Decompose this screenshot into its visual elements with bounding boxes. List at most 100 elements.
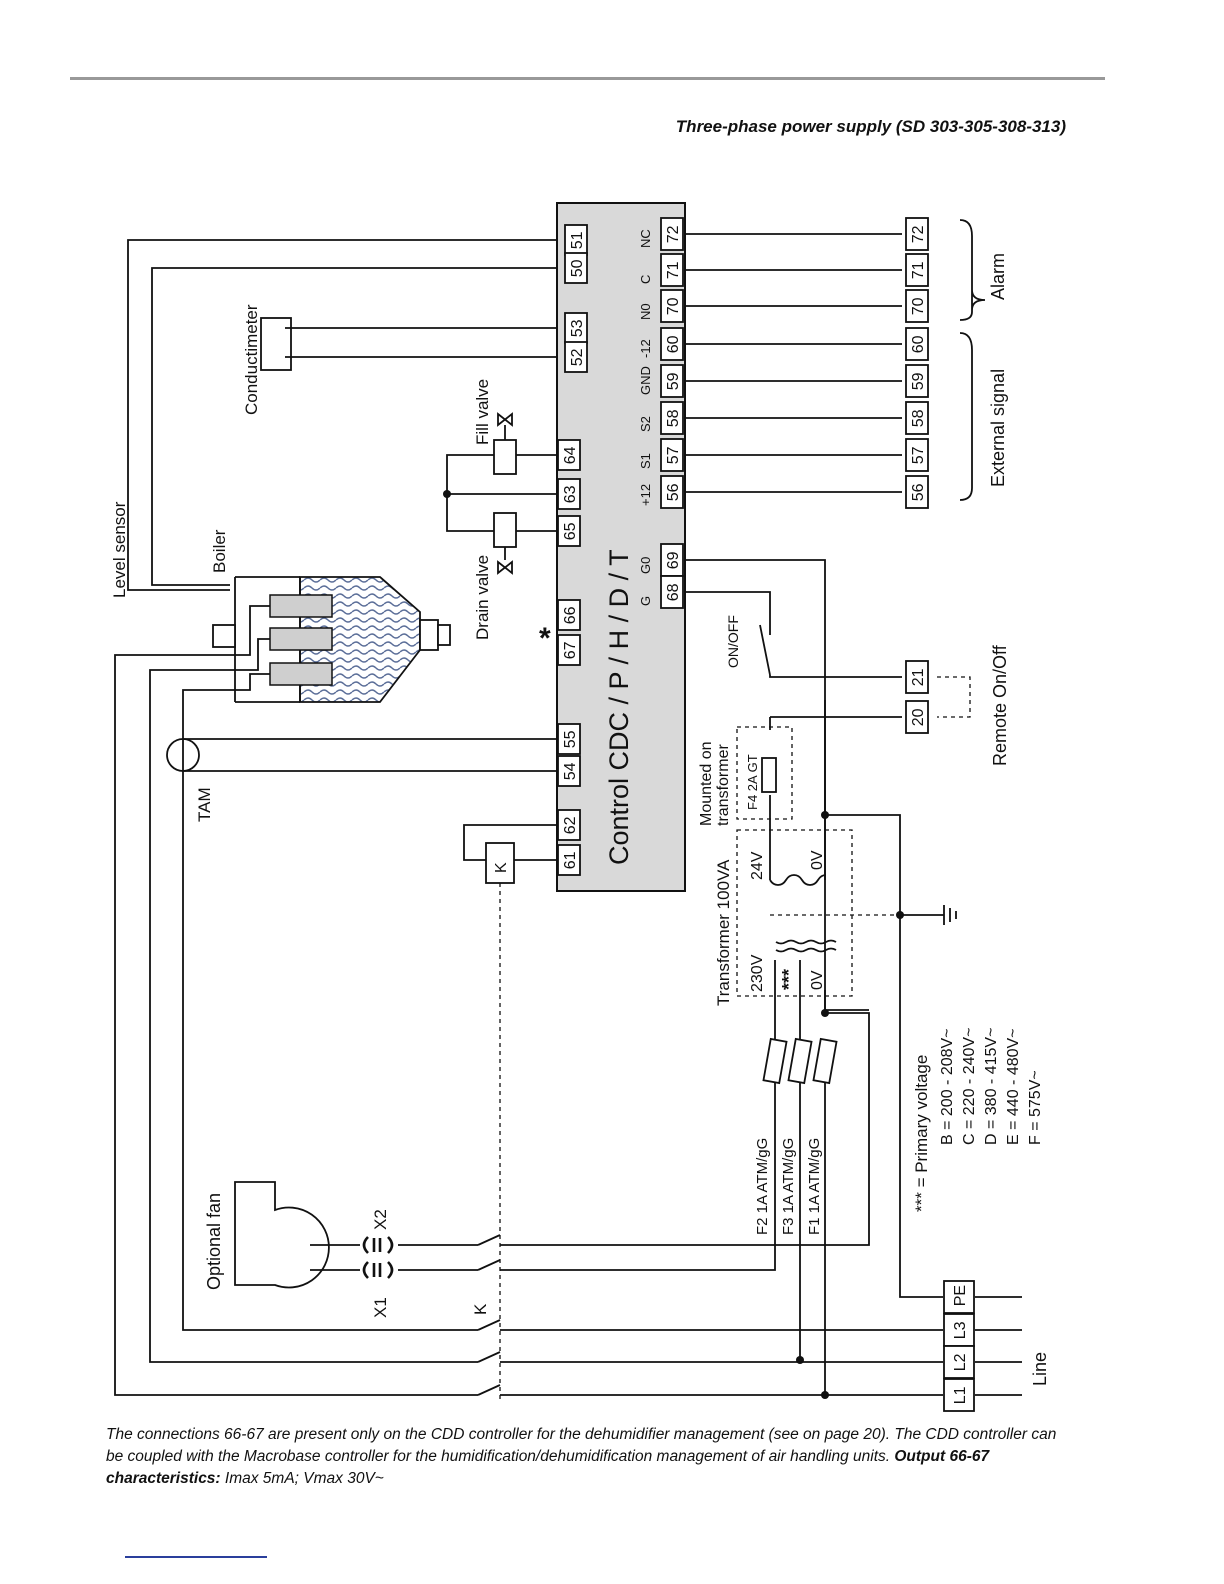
bottom-rule (125, 1556, 267, 1558)
controller-terminal-51: 51 (564, 224, 588, 256)
remote-terminal-20: 20 (905, 700, 929, 734)
controller-terminal-50: 50 (564, 252, 588, 284)
contactor-k-label: K (493, 862, 510, 873)
v230-label: 230V (749, 954, 766, 992)
boiler (212, 576, 451, 703)
terminal-name-72: NC (638, 229, 653, 248)
controller-label: Control CDC / P / H / D / T (604, 549, 634, 865)
contactor-k (485, 842, 515, 884)
drain-valve-label: Drain valve (473, 555, 492, 640)
boiler-label: Boiler (210, 529, 229, 573)
controller-terminal-70: 70 (660, 289, 684, 323)
primary-voltage-item: E = 440 - 480V~ (1005, 1028, 1022, 1145)
controller-terminal-56: 56 (660, 475, 684, 509)
controller-star: * (539, 622, 551, 655)
controller-terminal-66-label: 66 (562, 606, 579, 624)
controller-terminal-68-label: 68 (665, 583, 682, 601)
controller-terminal-57-label: 57 (665, 446, 682, 464)
terminal-name-59: GND (638, 366, 653, 395)
top-rule (70, 77, 1105, 80)
line-terminal-pe-label: PE (952, 1285, 969, 1306)
main-l1 (114, 654, 943, 1396)
mounted-label-1: Mounted on (698, 741, 715, 826)
controller-terminal-60: 60 (660, 327, 684, 361)
remote-label: Remote On/Off (990, 644, 1010, 766)
controller-terminal-58-label: 58 (665, 409, 682, 427)
fill-valve-coil (493, 439, 517, 475)
footnote-text-1: The connections 66-67 are present only o… (106, 1426, 1057, 1465)
x1-label: X1 (371, 1297, 390, 1318)
x2-label: X2 (371, 1209, 390, 1230)
controller-terminal-59: 59 (660, 364, 684, 398)
line-terminal-l1-label: L1 (952, 1386, 969, 1404)
remote-terminal-21-label: 21 (910, 668, 927, 686)
alarm-terminal-70-label: 70 (910, 297, 927, 315)
terminal-name-58: S2 (638, 416, 653, 432)
controller-terminal-69-label: 69 (665, 551, 682, 569)
fan-leads (310, 1244, 478, 1271)
secondary-coil (769, 830, 827, 886)
controller-terminal-60-label: 60 (665, 335, 682, 353)
signal-terminal-60-label: 60 (910, 335, 927, 353)
line-terminal-pe: PE (943, 1280, 975, 1314)
controller-terminal-51-label: 51 (569, 231, 586, 249)
controller-terminal-58: 58 (660, 401, 684, 435)
v0-secondary-label: 0V (809, 850, 826, 870)
on-off-label: ON/OFF (725, 615, 741, 668)
controller-terminal-50-label: 50 (569, 259, 586, 277)
controller-terminal-61: 61 (557, 844, 581, 876)
controller-terminal-59-label: 59 (665, 372, 682, 390)
connector-x1 (362, 1261, 394, 1279)
terminal-name-57: S1 (638, 453, 653, 469)
signal-terminal-59-label: 59 (910, 372, 927, 390)
fill-valve-label: Fill valve (473, 379, 492, 445)
v24-label: 24V (749, 851, 766, 880)
controller-terminal-62-label: 62 (562, 816, 579, 834)
transformer-label: Transformer 100VA (714, 859, 733, 1006)
terminal-name-56: +12 (638, 484, 653, 506)
signal-terminal-57: 57 (905, 438, 929, 472)
controller-terminal-67: 67 (557, 634, 581, 666)
controller-terminal-70-label: 70 (665, 297, 682, 315)
remote-terminal-20-label: 20 (910, 708, 927, 726)
alarm-terminal-72: 72 (905, 217, 929, 251)
primary-voltage-item: B = 200 - 208V~ (939, 1028, 956, 1145)
signal-terminal-59: 59 (905, 364, 929, 398)
line-terminal-l3-label: L3 (952, 1321, 969, 1339)
fuse-f4-label: F4 2A GT (745, 754, 760, 810)
fuse-leads (500, 1082, 826, 1395)
controller-terminal-54: 54 (557, 755, 581, 787)
controller-terminal-56-label: 56 (665, 483, 682, 501)
signal-terminal-60: 60 (905, 327, 929, 361)
connector-x2 (362, 1236, 394, 1254)
line-terminal-l2: L2 (943, 1345, 975, 1379)
primary-voltage-heading: *** = Primary voltage (912, 1055, 931, 1212)
footnote-bold: Output 66-67 characteristics: (106, 1448, 990, 1487)
main-l2 (149, 669, 943, 1363)
alarm-brace (959, 219, 986, 321)
triple-star-label: *** (779, 969, 799, 990)
f4-dashed-box (736, 726, 793, 820)
controller-terminal-63: 63 (557, 478, 581, 510)
signal-terminal-56: 56 (905, 475, 929, 509)
fill-valve-icon (497, 412, 513, 427)
controller-terminal-61-label: 61 (562, 851, 579, 869)
alarm-label: Alarm (988, 253, 1008, 300)
controller-terminal-64: 64 (557, 439, 581, 471)
line-terminal-l3: L3 (943, 1313, 975, 1347)
external-signal-label: External signal (988, 369, 1008, 487)
page-title: Three-phase power supply (SD 303-305-308… (675, 117, 1066, 136)
fuse-f3-label: F3 1A ATM/gG (780, 1138, 797, 1235)
level-sensor-label: Level sensor (110, 501, 129, 598)
mounted-label-2: transformer (715, 744, 732, 826)
signal-terminal-57-label: 57 (910, 446, 927, 464)
controller-terminal-71-label: 71 (665, 261, 682, 279)
drain-valve-icon (497, 560, 513, 575)
conductimeter-box (260, 317, 292, 371)
controller-terminal-72-label: 72 (665, 225, 682, 243)
transformer-dashed-box (736, 829, 853, 997)
